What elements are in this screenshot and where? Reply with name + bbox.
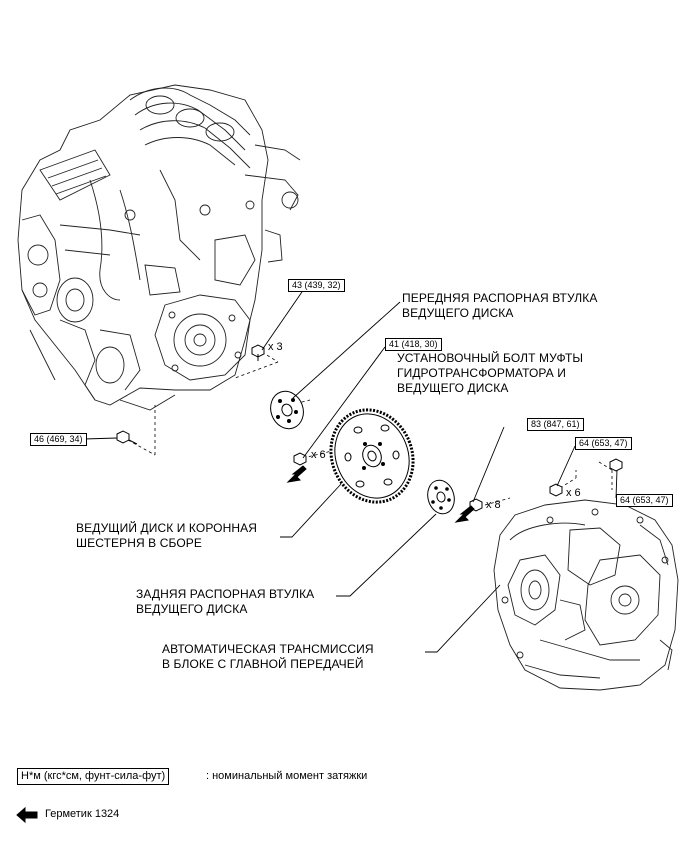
torque-spec-transaxle-upper: 64 (653, 47) (575, 437, 632, 450)
label-line: ПЕРЕДНЯЯ РАСПОРНАЯ ВТУЛКА (402, 291, 598, 305)
bolt-engine-lower (116, 430, 138, 445)
bolt-torque-converter (293, 452, 307, 466)
qty-engine-bolts: x 3 (268, 341, 283, 353)
label-converter-bolt: УСТАНОВОЧНЫЙ БОЛТ МУФТЫ ГИДРОТРАНСФОРМАТ… (397, 351, 583, 396)
label-line: В БЛОКЕ С ГЛАВНОЙ ПЕРЕДАЧЕЙ (162, 657, 364, 671)
legend-sealant: Герметик 1324 (45, 808, 120, 820)
alignment-dashes (127, 351, 613, 506)
label-line: УСТАНОВОЧНЫЙ БОЛТ МУФТЫ (397, 351, 584, 365)
leader-lines (83, 288, 618, 653)
rear-spacer-illustration (427, 479, 455, 515)
bolt-transaxle-mid (549, 483, 563, 497)
label-rear-spacer: ЗАДНЯЯ РАСПОРНАЯ ВТУЛКА ВЕДУЩЕГО ДИСКА (136, 587, 314, 617)
label-line: ВЕДУЩЕГО ДИСКА (402, 306, 514, 320)
label-line: ВЕДУЩЕГО ДИСКА (136, 602, 248, 616)
label-transaxle: АВТОМАТИЧЕСКАЯ ТРАНСМИССИЯ В БЛОКЕ С ГЛА… (162, 642, 374, 672)
label-line: ЗАДНЯЯ РАСПОРНАЯ ВТУЛКА (136, 587, 315, 601)
qty-transaxle-bolts: x 8 (486, 499, 501, 511)
label-line: ВЕДУЩИЙ ДИСК И КОРОННАЯ (76, 521, 257, 535)
label-line: ГИДРОТРАНСФОРМАТОРА И (397, 366, 566, 380)
legend-torque-unit: Н*м (кгс*см, фунт-сила-фут) (17, 768, 170, 785)
qty-converter-bolts: x 6 (311, 449, 326, 461)
sealant-arrow-icon (454, 505, 475, 523)
legend-arrow-icon (16, 806, 38, 824)
label-front-spacer: ПЕРЕДНЯЯ РАСПОРНАЯ ВТУЛКА ВЕДУЩЕГО ДИСКА (402, 291, 597, 321)
bolt-engine-upper (251, 344, 265, 361)
qty-transaxle-upper-bolts: x 6 (566, 487, 581, 499)
label-line: ШЕСТЕРНЯ В СБОРЕ (76, 536, 202, 550)
transaxle-illustration (493, 499, 679, 691)
torque-spec-transaxle-right: 64 (653, 47) (616, 494, 673, 507)
label-drive-plate: ВЕДУЩИЙ ДИСК И КОРОННАЯ ШЕСТЕРНЯ В СБОРЕ (76, 521, 257, 551)
bolt-transaxle-right (609, 458, 623, 472)
legend-torque-description: : номинальный момент затяжки (206, 770, 368, 782)
drive-plate-illustration (329, 408, 415, 504)
torque-spec-front-spacer-bolt: 43 (439, 32) (288, 279, 345, 292)
label-line: АВТОМАТИЧЕСКАЯ ТРАНСМИССИЯ (162, 642, 374, 656)
torque-spec-engine-bolt: 46 (469, 34) (30, 433, 87, 446)
engine-illustration (17, 84, 301, 411)
torque-spec-transaxle-bolt: 83 (847, 61) (527, 418, 584, 431)
sealant-arrow-icon (286, 465, 307, 483)
label-line: ВЕДУЩЕГО ДИСКА (397, 381, 509, 395)
torque-spec-converter-bolt: 41 (418, 30) (385, 338, 442, 351)
front-spacer-illustration (270, 390, 304, 430)
